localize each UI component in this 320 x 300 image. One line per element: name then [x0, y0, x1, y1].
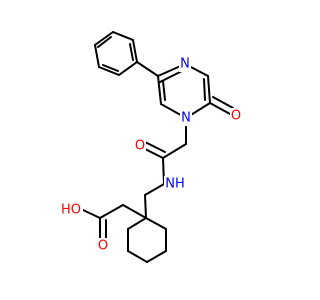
molecule-drawing: N N O O NH HO O	[59, 31, 242, 263]
atom-label-ho: HO	[61, 203, 81, 218]
atom-o-ring-carbonyl: O	[230, 108, 242, 124]
bond	[94, 44, 100, 68]
bond	[99, 204, 124, 219]
bond	[212, 96, 234, 109]
bond	[97, 36, 112, 48]
bond	[132, 39, 138, 63]
bond	[129, 43, 134, 61]
atom-n-amide: NH	[164, 176, 186, 192]
bond	[122, 204, 147, 219]
atom-label-nh: NH	[165, 177, 185, 192]
bond	[82, 209, 101, 219]
bond	[162, 80, 166, 101]
bond	[112, 31, 134, 41]
atom-o-acid-carbonyl: O	[97, 238, 109, 254]
bond	[162, 157, 165, 185]
bond	[118, 61, 138, 76]
bond	[102, 64, 119, 72]
bond	[142, 140, 166, 153]
bond	[203, 78, 206, 101]
atom-label-o-ring: O	[231, 109, 241, 124]
atom-label-o-acid: O	[98, 239, 108, 254]
bond	[127, 250, 148, 263]
atom-n-pyrazine-top: N	[179, 56, 191, 72]
bond	[94, 31, 114, 46]
bond	[127, 217, 147, 230]
bond-layer	[82, 31, 234, 263]
atom-label-n-top: N	[180, 57, 190, 72]
structure-canvas: N N O O NH HO O	[59, 31, 242, 263]
bond	[145, 217, 167, 230]
bond	[98, 66, 120, 76]
bond	[209, 102, 231, 115]
atom-label-n-ring: N	[181, 111, 191, 126]
bond	[146, 250, 167, 263]
bond	[144, 183, 165, 196]
bond	[159, 70, 183, 83]
atom-o-acid-hydroxyl: HO	[59, 202, 83, 218]
atom-n-pyrazine-ring: N	[180, 110, 192, 126]
atom-label-layer: N N O O NH HO O	[59, 56, 242, 254]
bond	[157, 75, 162, 105]
bond	[144, 194, 147, 219]
bond	[207, 75, 211, 104]
atom-o-amide: O	[134, 138, 146, 154]
bond	[136, 61, 159, 77]
atom-label-o-amide: O	[135, 139, 145, 154]
bond	[162, 143, 187, 159]
